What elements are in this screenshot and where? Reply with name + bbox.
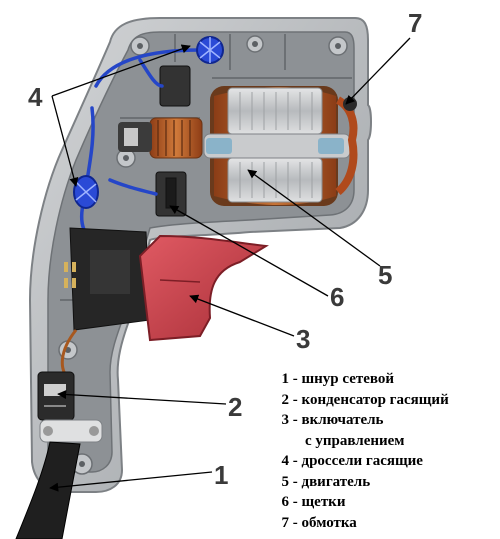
- cord-clamp: [39, 419, 103, 443]
- legend-item-3-cont: с управлением: [305, 432, 405, 449]
- commutator: [118, 117, 203, 159]
- callout-1: 1: [214, 460, 229, 490]
- mains-cord: [15, 441, 81, 539]
- trigger: [138, 234, 269, 342]
- callout-4: 4: [28, 82, 43, 112]
- choke-left: [73, 175, 99, 209]
- callout-5: 5: [378, 260, 393, 290]
- stator-upper: [227, 87, 323, 135]
- legend-item-7: 7 - обмотка: [281, 514, 357, 531]
- legend-item-3: 3 - включатель: [281, 412, 384, 428]
- leader-lines: [49, 37, 411, 492]
- stator-lower: [227, 157, 323, 203]
- legend-item-5: 5 - двигатель: [281, 473, 371, 490]
- motor: [203, 86, 358, 206]
- callout-2: 2: [228, 392, 243, 422]
- callout-7: 7: [408, 8, 423, 38]
- legend: 1 - шнур сетевой 2 - конденсатор гасящий…: [279, 369, 449, 533]
- legend-item-6: 6 - щетки: [281, 494, 346, 510]
- legend-item-4: 4 - дроссели гасящие: [281, 453, 423, 469]
- switch-block: [64, 227, 151, 331]
- callout-3: 3: [296, 324, 311, 354]
- choke-top: [196, 36, 224, 64]
- capacitor: [37, 371, 75, 421]
- brush-holders: [155, 65, 191, 217]
- legend-item-1: 1 - шнур сетевой: [281, 371, 395, 387]
- callout-6: 6: [330, 282, 345, 312]
- legend-item-2: 2 - конденсатор гасящий: [281, 391, 449, 408]
